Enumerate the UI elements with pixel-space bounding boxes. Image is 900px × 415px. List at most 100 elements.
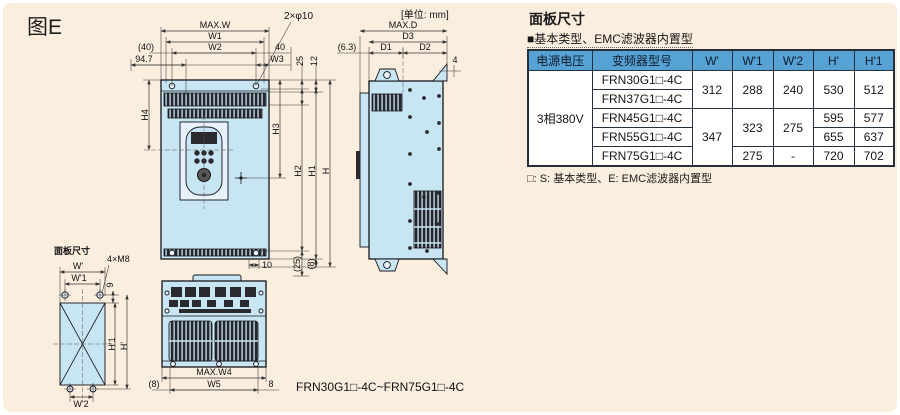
screw <box>258 290 264 296</box>
cell-h: 655 <box>812 127 855 147</box>
col-h: H' <box>812 49 855 71</box>
cell-voltage: 3相380V <box>527 70 593 167</box>
mounting-hole <box>383 261 391 269</box>
table-footnote: □: S: 基本类型、E: EMC滤波器内置型 <box>527 173 713 185</box>
col-w1: W'1 <box>731 49 774 71</box>
cell-w2: 275 <box>772 108 814 147</box>
dim-off40-left: (40) <box>138 42 154 52</box>
panel-cutout-view: 面板尺寸 W' W'1 4×M8 9 H'1 H' W'2 <box>53 245 131 409</box>
bottom-view <box>161 274 267 368</box>
dim-9: 9 <box>105 282 115 287</box>
cell-w1: 323 <box>731 108 774 147</box>
cell-model: FRN45G1□-4C <box>591 108 693 128</box>
front-view <box>144 79 270 260</box>
dim-w5: W5 <box>207 379 221 389</box>
dim-b8: (8) <box>306 258 316 269</box>
cell-h: 720 <box>812 146 855 167</box>
dim-wp1: W'1 <box>71 273 86 283</box>
screw <box>164 290 170 296</box>
cell-h1: 512 <box>853 70 895 109</box>
dim-d1: D1 <box>380 42 392 52</box>
screw <box>164 308 170 314</box>
hole-callout: 2×φ10 <box>284 11 313 22</box>
section-subtitle: ■基本类型、EMC滤波器内置型 <box>527 30 895 48</box>
col-h1: H'1 <box>853 49 895 71</box>
dim-947: 94.7 <box>135 54 153 64</box>
dim-hp1: H'1 <box>107 337 117 350</box>
table-row: 3相380V FRN30G1□-4C 312 288 240 530 512 <box>527 70 895 167</box>
bottom-dimensions: MAX.W4 W5 (8) 8 <box>149 367 279 394</box>
cell-h: 530 <box>812 70 855 109</box>
dim-h2: H2 <box>293 165 303 177</box>
dim-h: H <box>321 168 331 175</box>
col-model: 变频器型号 <box>591 49 693 71</box>
dim-d3: D3 <box>402 31 414 41</box>
col-w: W' <box>691 49 733 71</box>
mounting-screw <box>252 249 260 257</box>
dim-8-right: 8 <box>268 379 273 389</box>
dim-4: 4 <box>452 55 457 65</box>
dim-63: (6.3) <box>338 42 357 52</box>
section-title: 面板尺寸 <box>529 11 585 27</box>
side-screw-dots <box>408 88 441 253</box>
terminal-blocks <box>169 287 256 313</box>
cell-h1: 702 <box>853 146 895 167</box>
page-background: 图E [单位: mm] <box>3 3 897 412</box>
mounting-screw <box>168 249 176 257</box>
table-header-row: 电源电压 变频器型号 W' W'1 W'2 H' H'1 <box>527 49 895 71</box>
model-range-label: FRN30G1□-4C~FRN75G1□-4C <box>296 380 465 394</box>
cell-w: 347 <box>691 108 733 167</box>
side-terminal-block <box>371 93 403 112</box>
dim-hp: H' <box>119 342 129 350</box>
cell-w1: 275 <box>731 146 774 167</box>
side-vent-grille <box>413 190 442 249</box>
side-dimensions: MAX.D D3 D1 D2 (6.3) 4 <box>337 20 461 93</box>
dim-h1: H1 <box>307 165 317 177</box>
dim-h4: H4 <box>140 109 150 121</box>
side-view <box>356 47 448 276</box>
table-row: FRN75G1□-4C 275 - 720 702 <box>528 146 895 167</box>
cell-model: FRN37G1□-4C <box>591 89 693 109</box>
table-row: FRN55G1□-4C 655 637 <box>528 127 895 147</box>
dim-d2: D2 <box>419 42 431 52</box>
cell-model: FRN55G1□-4C <box>591 127 693 147</box>
panel-dimensions-table: 电源电压 变频器型号 W' W'1 W'2 H' H'1 3相380V FRN3… <box>527 49 895 167</box>
dim-b25: (25) <box>292 256 302 272</box>
cell-model: FRN30G1□-4C <box>591 70 693 90</box>
figure-label: 图E <box>27 16 63 39</box>
cell-h: 595 <box>812 108 855 128</box>
cell-w2: - <box>772 146 814 167</box>
section-subtitle-text: ■基本类型、EMC滤波器内置型 <box>527 32 693 48</box>
screw <box>258 308 264 314</box>
panel-view-title: 面板尺寸 <box>54 245 90 256</box>
table-row: FRN45G1□-4C 347 323 275 595 577 <box>528 108 895 167</box>
dim-maxw4: MAX.W4 <box>196 367 232 377</box>
cell-h1: 577 <box>853 108 895 128</box>
dimension-drawing: [单位: mm] <box>53 8 465 409</box>
col-voltage: 电源电压 <box>527 49 593 71</box>
dim-w1: W1 <box>208 31 222 41</box>
mounting-hole <box>383 71 391 79</box>
dim-wp: W' <box>73 261 83 271</box>
panel-dimensions-section: 面板尺寸 ■基本类型、EMC滤波器内置型 电源电压 变频器型号 W' W'1 W… <box>527 7 895 186</box>
front-second-grille <box>167 108 263 119</box>
cell-h1: 637 <box>853 127 895 147</box>
dim-w2: W2 <box>208 42 222 52</box>
dim-wp2: W'2 <box>73 399 88 409</box>
cell-w1: 288 <box>731 70 774 109</box>
side-rail <box>359 92 370 248</box>
dim-b10: 10 <box>262 260 272 270</box>
side-top-bracket <box>432 62 448 82</box>
col-w2: W'2 <box>772 49 814 71</box>
side-bottom-bracket <box>431 258 448 276</box>
cell-model: FRN75G1□-4C <box>591 146 693 167</box>
screw <box>253 361 259 367</box>
dim-8-left: (8) <box>149 379 160 389</box>
dim-h3: H3 <box>271 123 281 135</box>
dim-25: 25 <box>295 56 305 66</box>
screw <box>216 361 222 367</box>
front-dimensions: MAX.W W1 W2 (40) 40 94.7 W3 2×φ10 25 12 … <box>130 11 336 277</box>
cell-w: 312 <box>691 70 733 109</box>
dim-maxw: MAX.W <box>200 20 231 30</box>
